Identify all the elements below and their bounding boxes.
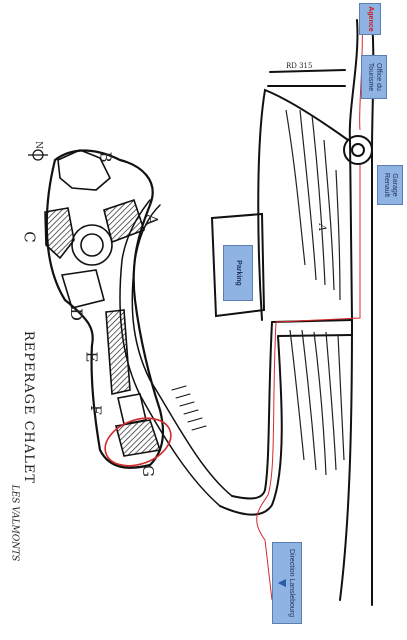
parking-label: Parking bbox=[223, 245, 253, 301]
map-subtitle: LES VALMONTS bbox=[9, 484, 20, 562]
agence-label: Agence bbox=[359, 3, 381, 35]
building-label-a: A bbox=[142, 213, 162, 226]
direction-lanslebourg-label: Direction Lanslebourg ▼ bbox=[272, 542, 302, 624]
parking-outline bbox=[210, 212, 266, 318]
map-title: REPERAGE CHALET bbox=[21, 330, 37, 485]
building-label-c: C bbox=[20, 231, 39, 243]
building-label-f: F bbox=[86, 405, 103, 415]
office-tourisme-label: Office du Tourisme bbox=[361, 55, 387, 99]
building-label-d: D bbox=[66, 308, 86, 321]
chalet-complex bbox=[44, 149, 165, 469]
north-arrow-icon bbox=[28, 149, 48, 161]
terrain-lines bbox=[285, 109, 345, 476]
garage-renault-label: Garage Renault bbox=[377, 165, 403, 205]
highlight-ellipse bbox=[104, 417, 172, 467]
road-label-a: A bbox=[316, 223, 328, 232]
arrow-icon: ▼ bbox=[275, 576, 291, 590]
road-label-rd: RD 315 bbox=[286, 62, 313, 70]
building-label-e: E bbox=[82, 351, 101, 363]
building-label-b: B bbox=[96, 151, 115, 163]
building-label-g: G bbox=[138, 465, 157, 477]
north-label: N bbox=[32, 141, 43, 149]
